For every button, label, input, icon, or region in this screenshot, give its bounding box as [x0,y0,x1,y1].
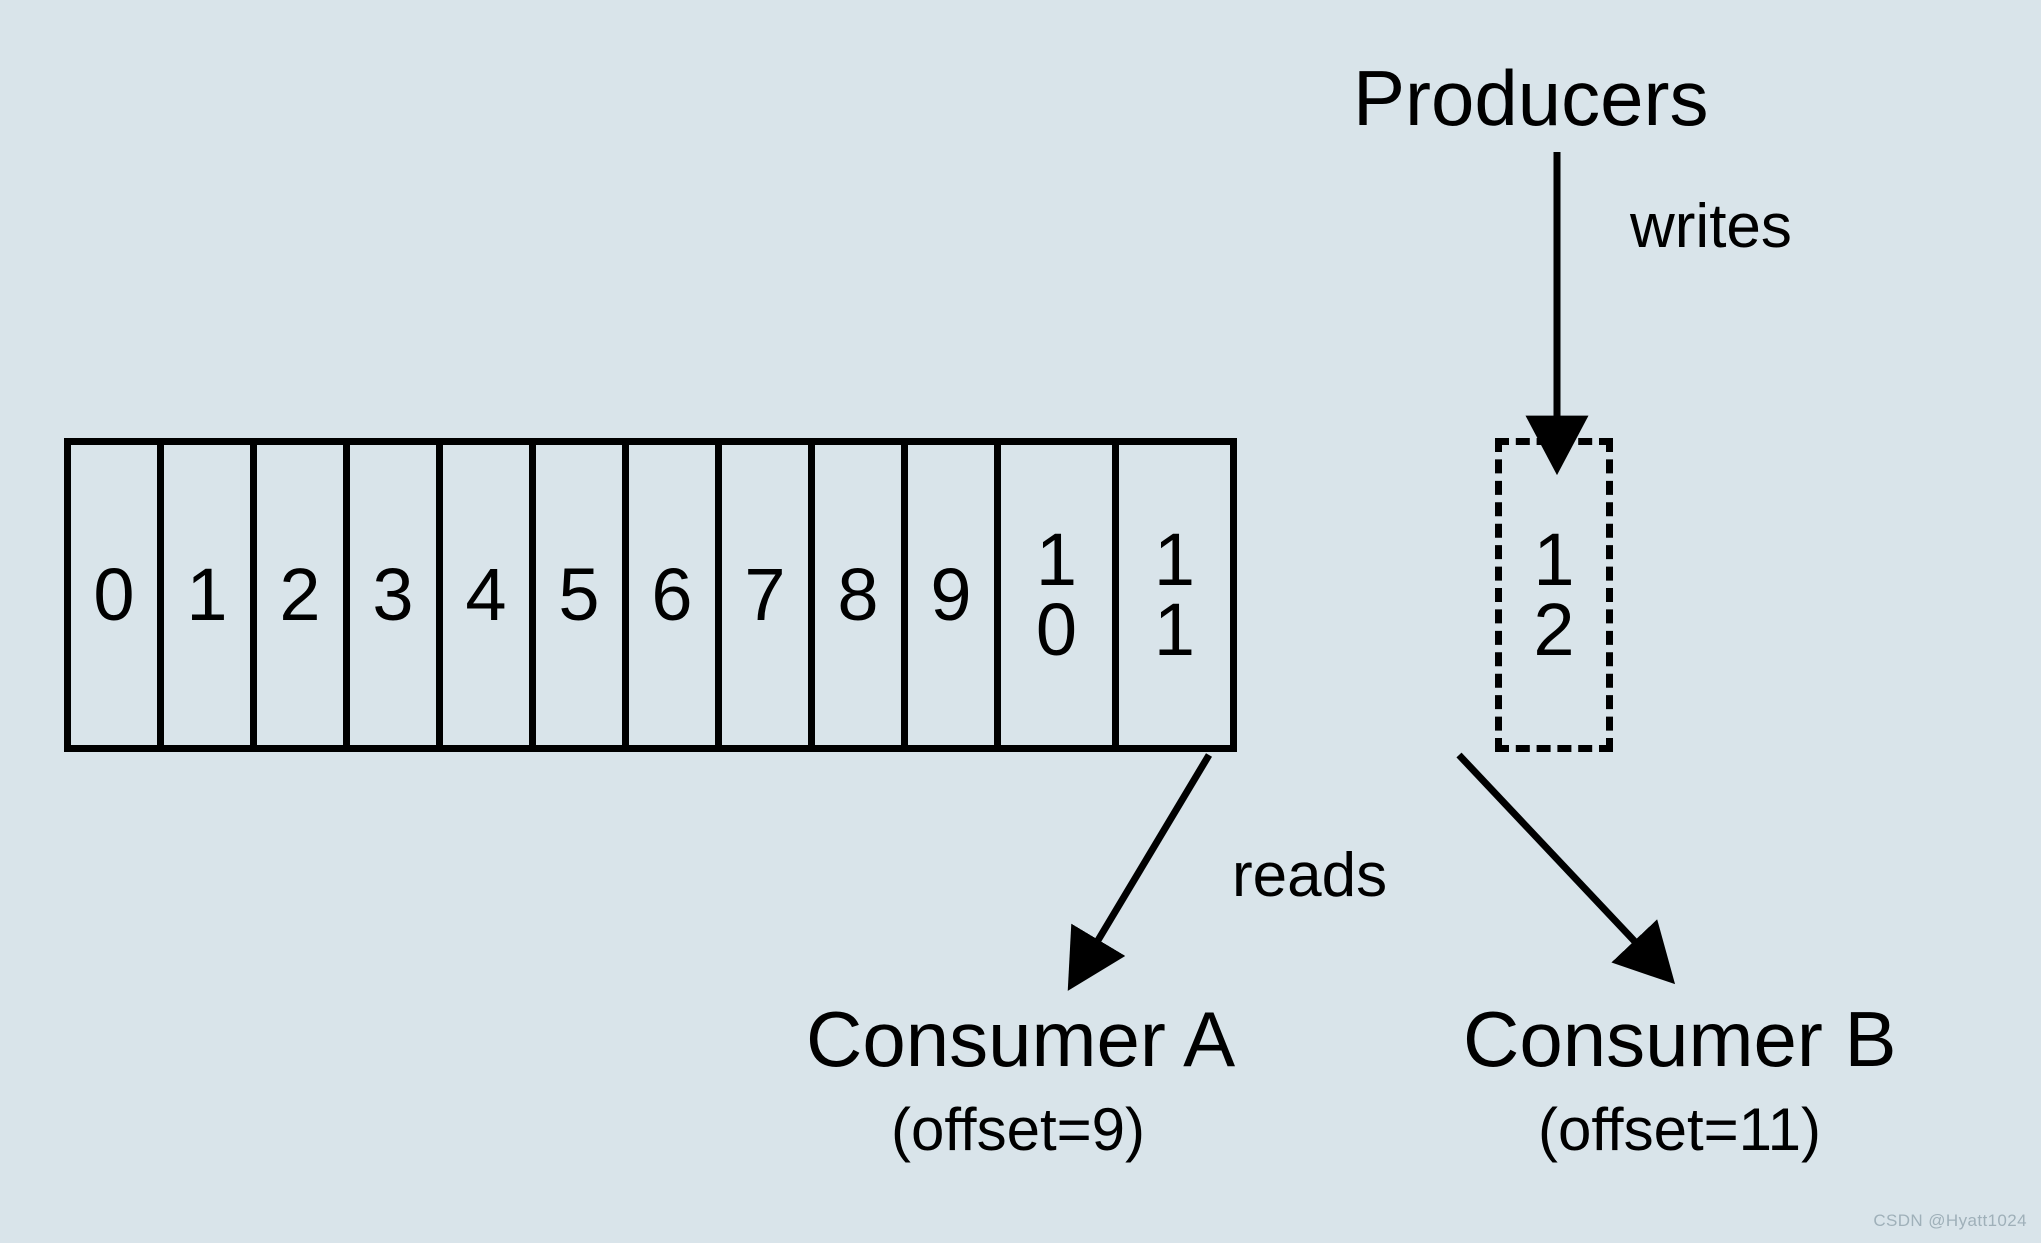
log-cell: 9 [908,445,1001,745]
log-cell: 7 [722,445,815,745]
consumer-b-offset-label: (offset=11) [1538,1096,1821,1163]
log-cell: 1 1 [1119,445,1237,745]
log-cell-offset: 5 [558,552,600,636]
consumer-a-label: Consumer A [806,995,1236,1083]
consumer-a-offset-label: (offset=9) [891,1096,1146,1163]
log-cell: 2 [257,445,350,745]
log-cell-offset-digit-top: 1 [1153,517,1196,601]
log-cell-offset: 1 2 [1533,517,1575,671]
log-cell-offset-digit-bottom: 1 [1153,588,1196,671]
log-cell: 3 [350,445,443,745]
log-cell-offset: 9 [930,552,972,636]
log-cell-offset: 4 [465,552,507,636]
log-cell-offset: 0 [93,552,135,636]
log-cell-offset: 2 [279,552,321,636]
log-cell-offset-digit-bottom: 2 [1533,588,1575,671]
log-cell: 1 0 [1001,445,1119,745]
watermark: CSDN @Hyatt1024 [1873,1211,2027,1230]
log-cell-offset-digit-bottom: 0 [1035,588,1078,671]
log-cell-offset-digit-top: 1 [1035,517,1078,601]
log-cell: 1 [164,445,257,745]
log-cell-offset: 7 [744,552,786,636]
log-cell: 6 [629,445,722,745]
log-cell: 4 [443,445,536,745]
log-cell: 0 [71,445,164,745]
log-cell-offset: 6 [651,552,693,636]
log-cell-offset: 1 0 [1001,517,1112,671]
log-cell-offset-digit-top: 1 [1533,517,1575,601]
consumer-b-label: Consumer B [1463,995,1897,1083]
reads-arrow-consumer-b [1456,752,1676,985]
log-cell-offset: 1 [186,552,228,636]
partition-log: 0 1 2 3 4 5 6 7 8 9 1 0 [64,438,1237,752]
log-cell: 5 [536,445,629,745]
log-cell: 8 [815,445,908,745]
producers-label: Producers [1353,54,1709,142]
log-cell-offset: 3 [372,552,414,636]
log-cell-offset: 1 1 [1119,517,1230,671]
reads-edge-label: reads [1232,841,1388,910]
log-cell-offset: 8 [837,552,879,636]
writes-edge-label: writes [1630,192,1792,261]
reads-arrow-consumer-a [1067,753,1213,991]
log-cell-pending: 1 2 [1495,438,1613,752]
